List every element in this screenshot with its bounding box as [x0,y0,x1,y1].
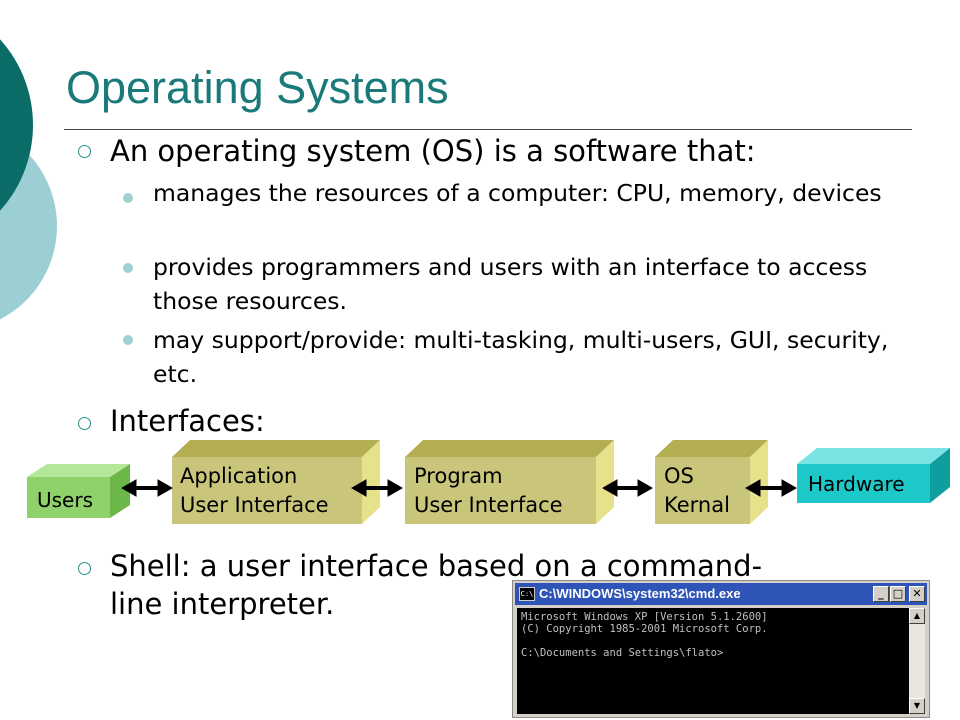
users-label: Users [37,488,94,512]
cmd-titlebar[interactable]: C:\ C:\WINDOWS\system32\cmd.exe _ □ ✕ [515,583,927,605]
app-ui-label-line1: Application [180,464,298,488]
program-ui-label-line2: User Interface [414,493,563,517]
dot-bullet-icon [123,335,133,345]
decorative-arcs [0,39,57,320]
sub-bullet-support: may support/provide: multi-tasking, mult… [153,326,889,388]
cmd-window: C:\ C:\WINDOWS\system32\cmd.exe _ □ ✕ Mi… [512,580,930,718]
dark-arc [0,39,33,211]
console-line: Microsoft Windows XP [Version 5.1.2600] [521,611,768,623]
bullet-interfaces: Interfaces: [110,404,265,438]
console-line [521,635,905,647]
sub-bullet-resources: manages the resources of a computer: CPU… [153,179,882,207]
sub-bullet-interface: provides programmers and users with an i… [153,253,868,315]
close-button[interactable]: ✕ [909,586,925,602]
program-ui-box [405,440,614,524]
dot-bullet-icon [123,193,133,203]
scroll-up-icon[interactable]: ▲ [909,608,925,624]
scroll-down-icon[interactable]: ▼ [909,698,925,714]
minimize-button[interactable]: _ [873,586,889,602]
bullet-shell-line1: Shell: a user interface based on a comma… [110,549,763,583]
hollow-bullet-icon [78,417,91,430]
users-box [27,464,130,518]
console-prompt: C:\Documents and Settings\flato> [521,647,724,659]
bullet-shell-line2: line interpreter. [110,587,335,621]
maximize-button[interactable]: □ [890,586,906,602]
hardware-box [797,448,950,503]
console-line: (C) Copyright 1985-2001 Microsoft Corp. [521,623,768,635]
double-arrow-icon [350,479,404,497]
double-arrow-icon [601,479,654,497]
title-divider [64,129,912,130]
slide-title: Operating Systems [66,62,449,113]
interfaces-diagram [27,440,950,524]
console-output[interactable]: Microsoft Windows XP [Version 5.1.2600](… [517,608,909,714]
app-ui-label-line2: User Interface [180,493,329,517]
hollow-bullet-icon [78,562,91,575]
os-label-line2: Kernal [664,493,730,517]
os-label-line1: OS [664,464,694,488]
app-ui-box [172,440,380,524]
double-arrow-icon [744,479,798,497]
dot-bullet-icon [123,263,133,273]
program-ui-label-line1: Program [414,464,503,488]
console-icon: C:\ [519,587,535,601]
hollow-bullet-icon [78,145,91,158]
double-arrow-icon [120,479,174,497]
cmd-window-title: C:\WINDOWS\system32\cmd.exe [539,586,741,601]
hardware-label: Hardware [808,472,905,496]
vertical-scrollbar[interactable]: ▲ ▼ [909,608,925,714]
bullet-os-definition: An operating system (OS) is a software t… [110,134,756,168]
